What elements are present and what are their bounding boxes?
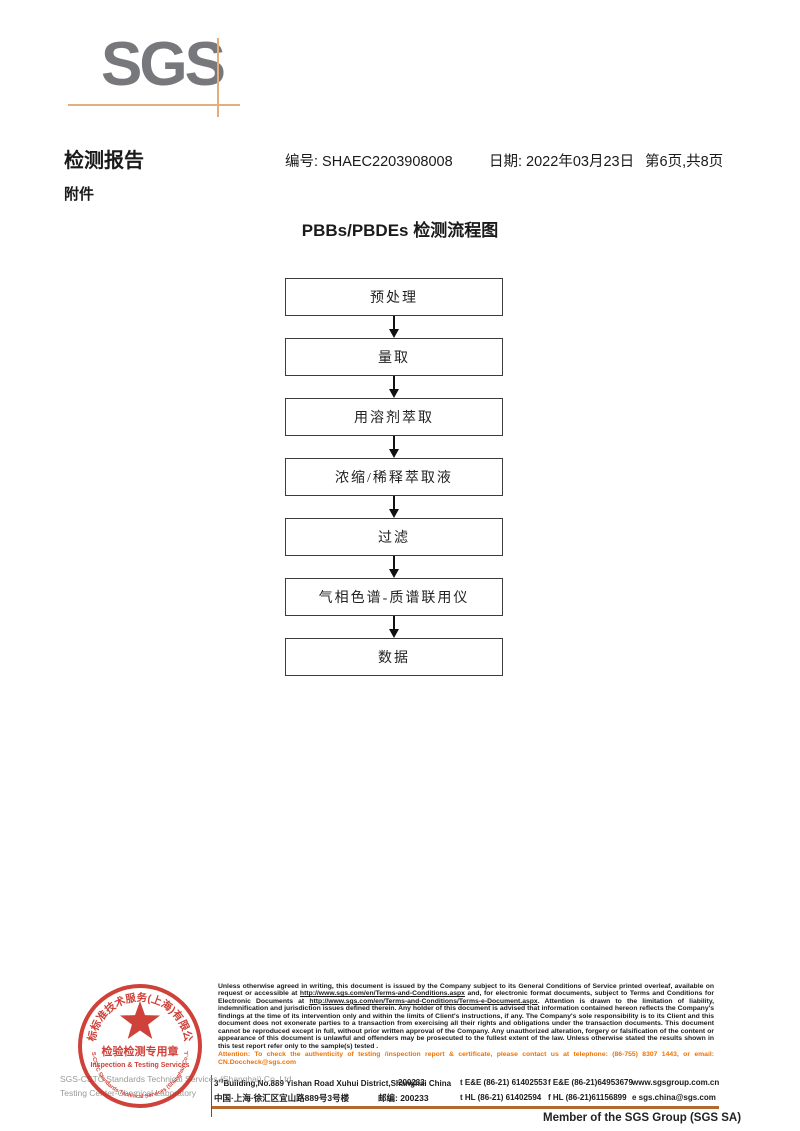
logo-horizontal-line [68, 104, 240, 106]
email[interactable]: e sgs.china@sgs.com [632, 1093, 716, 1102]
down-arrow-icon [389, 376, 399, 398]
attention-note: Attention: To check the authenticity of … [218, 1051, 714, 1066]
report-number: 编号: SHAEC2203908008 [285, 154, 453, 170]
member-of-sgs-group: Member of the SGS Group (SGS SA) [543, 1112, 742, 1124]
postal-cn: 邮编: 200233 [378, 1093, 429, 1103]
stamp-center-subtext: Inspection & Testing Services [90, 1062, 189, 1069]
report-title: 检测报告 [64, 150, 144, 172]
report-date: 日期: 2022年03月23日 [489, 154, 635, 170]
down-arrow-icon [389, 316, 399, 338]
company-lab: Testing Center-Chemical Laboratory [60, 1088, 197, 1098]
terms-url[interactable]: http://www.sgs.com/en/Terms-and-Conditio… [299, 990, 465, 998]
flowchart: 预处理 量取 用溶剂萃取 浓缩/稀释萃取液 过滤 气相色谱-质谱联用仪 数据 [285, 278, 503, 676]
tel-cn: t HL (86-21) 61402594 [460, 1093, 542, 1102]
flowchart-title: PBBs/PBDEs 检测流程图 [301, 221, 499, 240]
flowchart-step: 量取 [285, 338, 503, 376]
fax-cn: f HL (86-21)61156899 [548, 1093, 627, 1102]
address-line-en: 3rdBuilding,No.889 Yishan Road Xuhui Dis… [214, 1078, 451, 1088]
terms-url[interactable]: http://www.sgs.com/en/Terms-and-Conditio… [309, 997, 538, 1005]
flowchart-step: 浓缩/稀释萃取液 [285, 458, 503, 496]
star-icon [120, 1001, 160, 1039]
address-en: 3rdBuilding,No.889 Yishan Road Xuhui Dis… [214, 1078, 452, 1088]
legal-text: Unless otherwise agreed in writing, this… [218, 983, 714, 1050]
legal-disclaimer: Unless otherwise agreed in writing, this… [218, 983, 714, 1066]
down-arrow-icon [389, 556, 399, 578]
stamp-center-text: 检验检测专用章 [102, 1044, 179, 1058]
company-name: SGS-CSTC Standards Technical Services (S… [60, 1074, 294, 1084]
down-arrow-icon [389, 496, 399, 518]
attachment-label: 附件 [64, 186, 95, 203]
fax-en: f E&E (86-21)64953679 [548, 1078, 633, 1087]
postal-en: 200233 [398, 1078, 425, 1087]
flowchart-step: 用溶剂萃取 [285, 398, 503, 436]
flowchart-step: 数据 [285, 638, 503, 676]
flowchart-step: 预处理 [285, 278, 503, 316]
address-cn: 中国·上海·徐汇区宜山路889号3号楼 [214, 1093, 350, 1103]
sgs-logo: SGS [101, 30, 226, 99]
tel-en: t E&E (86-21) 61402553 [460, 1078, 548, 1087]
address-divider-line [211, 1075, 212, 1117]
inspection-stamp: 通标标准技术服务(上海)有限公司 SGS-CSTC Standards Tech… [70, 976, 202, 1108]
website[interactable]: www.sgsgroup.com.cn [632, 1078, 720, 1087]
page-indicator: 第6页,共8页 [645, 154, 724, 170]
footer-rule [212, 1106, 719, 1109]
logo-vertical-line [217, 38, 219, 117]
flowchart-step: 气相色谱-质谱联用仪 [285, 578, 503, 616]
down-arrow-icon [389, 436, 399, 458]
down-arrow-icon [389, 616, 399, 638]
flowchart-step: 过滤 [285, 518, 503, 556]
